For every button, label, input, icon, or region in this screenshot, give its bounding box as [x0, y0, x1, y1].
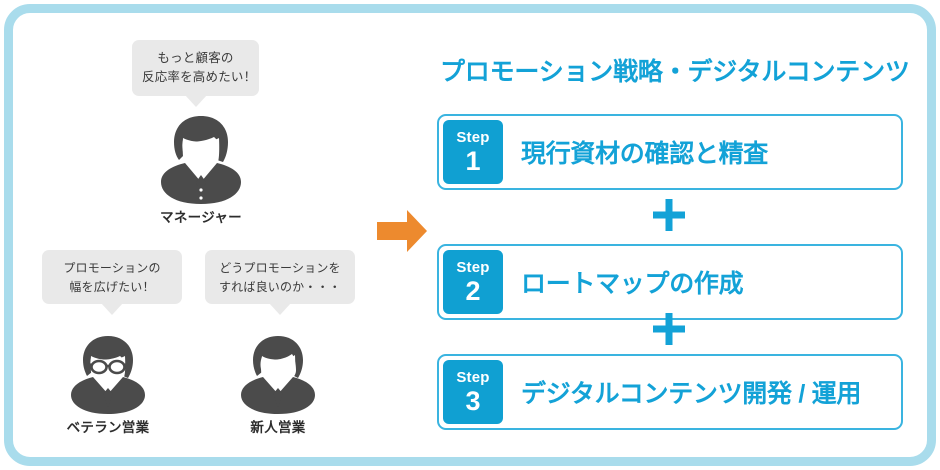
- person-label-veteran: ベテラン営業: [66, 420, 150, 435]
- step-badge-2: Step 2: [443, 250, 503, 314]
- plus-connector-2: [650, 310, 688, 348]
- step-number: 3: [465, 385, 481, 416]
- step-text-2: ロートマップの作成: [521, 270, 744, 298]
- person-label-manager: マネージャー: [160, 210, 242, 225]
- step-badge-3: Step 3: [443, 360, 503, 424]
- step-row-3: Step 3 デジタルコンテンツ開発 / 運用: [437, 354, 903, 430]
- step-text-1: 現行資材の確認と精査: [521, 140, 769, 168]
- bubble-line-1: どうプロモーションを: [219, 261, 341, 275]
- person-veteran: ベテラン営業: [62, 334, 154, 435]
- speech-bubble-veteran: プロモーションの 幅を広げたい！: [42, 250, 182, 316]
- bubble-line-2: 反応率を高めたい！: [142, 70, 257, 85]
- bubble-tail: [101, 303, 123, 316]
- plus-connector-1: [650, 196, 688, 234]
- outer-frame: [4, 4, 936, 466]
- person-newbie: 新人営業: [232, 334, 324, 435]
- step-number: 1: [465, 145, 481, 176]
- step-word: Step: [456, 128, 490, 146]
- orange-right-arrow-icon: [375, 208, 429, 254]
- newbie-avatar-icon: [241, 336, 315, 414]
- speech-bubble-manager: もっと顧客の 反応率を高めたい！: [132, 40, 259, 107]
- person-manager: マネージャー: [152, 112, 250, 225]
- step-word: Step: [456, 368, 490, 386]
- steps-title: プロモーション戦略・デジタルコンテンツ: [440, 58, 910, 86]
- person-label-newbie: 新人営業: [250, 420, 306, 435]
- bubble-tail: [184, 94, 207, 107]
- step-row-2: Step 2 ロートマップの作成: [437, 244, 903, 320]
- step-number: 2: [465, 275, 481, 306]
- bubble-tail: [269, 303, 291, 316]
- veteran-avatar-icon: [71, 336, 145, 414]
- step-word: Step: [456, 258, 490, 276]
- bubble-line-2: 幅を広げたい！: [69, 279, 155, 294]
- speech-bubble-newbie: どうプロモーションを すれば良いのか・・・: [205, 250, 355, 316]
- manager-avatar-icon: [161, 116, 241, 204]
- bubble-line-1: もっと顧客の: [157, 51, 234, 65]
- bubble-line-2: すれば良いのか・・・: [218, 279, 341, 294]
- bubble-line-1: プロモーションの: [63, 261, 161, 275]
- step-row-1: Step 1 現行資材の確認と精査: [437, 114, 903, 190]
- step-badge-1: Step 1: [443, 120, 503, 184]
- step-text-3: デジタルコンテンツ開発 / 運用: [521, 380, 862, 408]
